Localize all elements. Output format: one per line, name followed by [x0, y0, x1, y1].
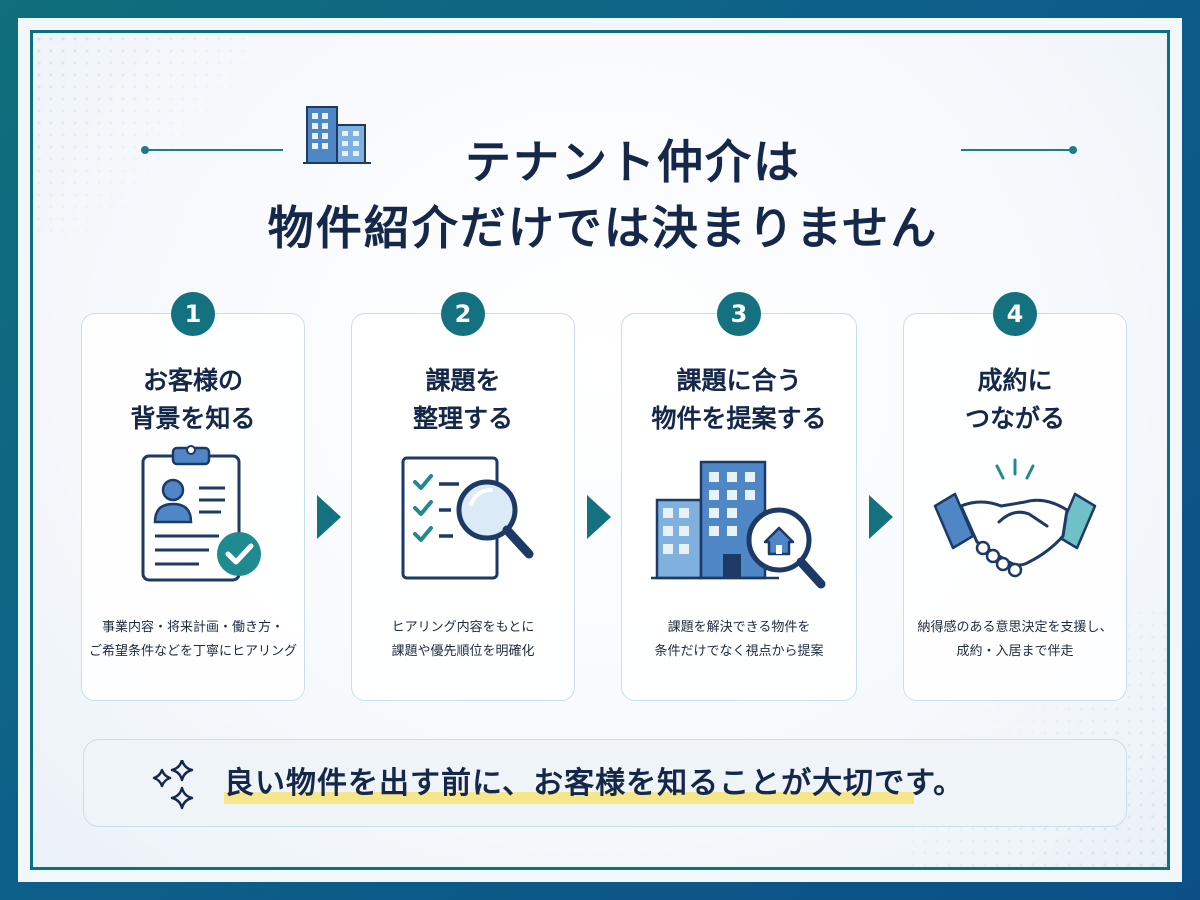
step-card-4: 4 成約に つながる 納得感のある意思決定を支援し、 成約・入居まで伴走 — [903, 292, 1127, 701]
step-title-line-1: お客様の — [142, 366, 243, 395]
step-card-3: 3 課題に合う 物件を提案する 課題を解決できる — [621, 292, 857, 701]
step-description-line-1: 課題を解決できる物件を — [667, 620, 811, 635]
step-title-line-2: つながる — [964, 404, 1065, 433]
flow-arrow-3 — [869, 495, 893, 539]
sparkle-icon — [152, 760, 194, 810]
step-card-1: 1 お客様の 背景を知る 事業内容・将来計画・働き方・ ご希望条件などを丁寧にヒ… — [81, 292, 305, 701]
step-number-badge: 1 — [171, 292, 215, 336]
step-title-line-2: 背景を知る — [130, 404, 256, 433]
key-message-text: 良い物件を出す前に、お客様を知ることが大切です。 — [224, 766, 965, 801]
flow-arrow-1 — [317, 495, 341, 539]
step-title-line-2: 整理する — [412, 404, 513, 433]
step-description-line-2: ご希望条件などを丁寧にヒアリング — [88, 644, 297, 659]
key-message-bar: 良い物件を出す前に、お客様を知ることが大切です。 — [83, 739, 1127, 827]
flow-arrow-2 — [587, 495, 611, 539]
step-number-badge: 2 — [441, 292, 485, 336]
step-title: 成約に つながる — [904, 362, 1126, 438]
title-line-2: 物件紹介だけでは決まりません — [267, 201, 939, 255]
handshake-icon — [933, 458, 1097, 578]
title-line-1: テナント仲介は — [465, 135, 801, 189]
office-building-icon — [303, 106, 371, 164]
step-description: 納得感のある意思決定を支援し、 成約・入居まで伴走 — [904, 616, 1126, 664]
step-title: お客様の 背景を知る — [82, 362, 304, 438]
step-title: 課題を 整理する — [352, 362, 574, 438]
step-description: 課題を解決できる物件を 条件だけでなく視点から提案 — [622, 616, 856, 664]
buildings-search-home-icon — [651, 460, 826, 589]
dot-pattern-top-left — [33, 33, 253, 233]
step-title-line-1: 課題を — [425, 366, 501, 395]
step-number-badge: 4 — [993, 292, 1037, 336]
step-description-line-2: 成約・入居まで伴走 — [956, 644, 1074, 659]
step-title: 課題に合う 物件を提案する — [622, 362, 856, 438]
step-title-line-1: 課題に合う — [676, 366, 802, 395]
step-description-line-2: 条件だけでなく視点から提案 — [654, 644, 824, 659]
step-title-line-1: 成約に — [977, 366, 1053, 395]
step-description-line-1: 事業内容・将来計画・働き方・ — [101, 620, 284, 635]
step-description: ヒアリング内容をもとに 課題や優先順位を明確化 — [352, 616, 574, 664]
key-message: 良い物件を出す前に、お客様を知ることが大切です。 — [224, 762, 964, 808]
step-title-line-2: 物件を提案する — [651, 404, 827, 433]
title-deco-dot-left — [141, 146, 149, 154]
checklist-magnifier-icon — [401, 456, 534, 580]
step-description-line-2: 課題や優先順位を明確化 — [391, 644, 535, 659]
content-panel: テナント仲介は 物件紹介だけでは決まりません 1 お客様の 背景を知る 事業内容… — [30, 30, 1170, 870]
step-card-2: 2 課題を 整理する ヒアリング内容をもとに 課題や優先順位を明確化 — [351, 292, 575, 701]
step-number-badge: 3 — [717, 292, 761, 336]
step-description-line-1: ヒアリング内容をもとに — [391, 620, 535, 635]
title-deco-line-right — [961, 149, 1071, 151]
clipboard-profile-check-icon — [141, 445, 261, 582]
step-description: 事業内容・将来計画・働き方・ ご希望条件などを丁寧にヒアリング — [82, 616, 304, 664]
title-deco-line-left — [143, 149, 283, 151]
page-title: テナント仲介は 物件紹介だけでは決まりません — [33, 129, 1167, 261]
title-deco-dot-right — [1069, 146, 1077, 154]
text-highlight — [224, 792, 915, 804]
step-description-line-1: 納得感のある意思決定を支援し、 — [917, 620, 1113, 635]
